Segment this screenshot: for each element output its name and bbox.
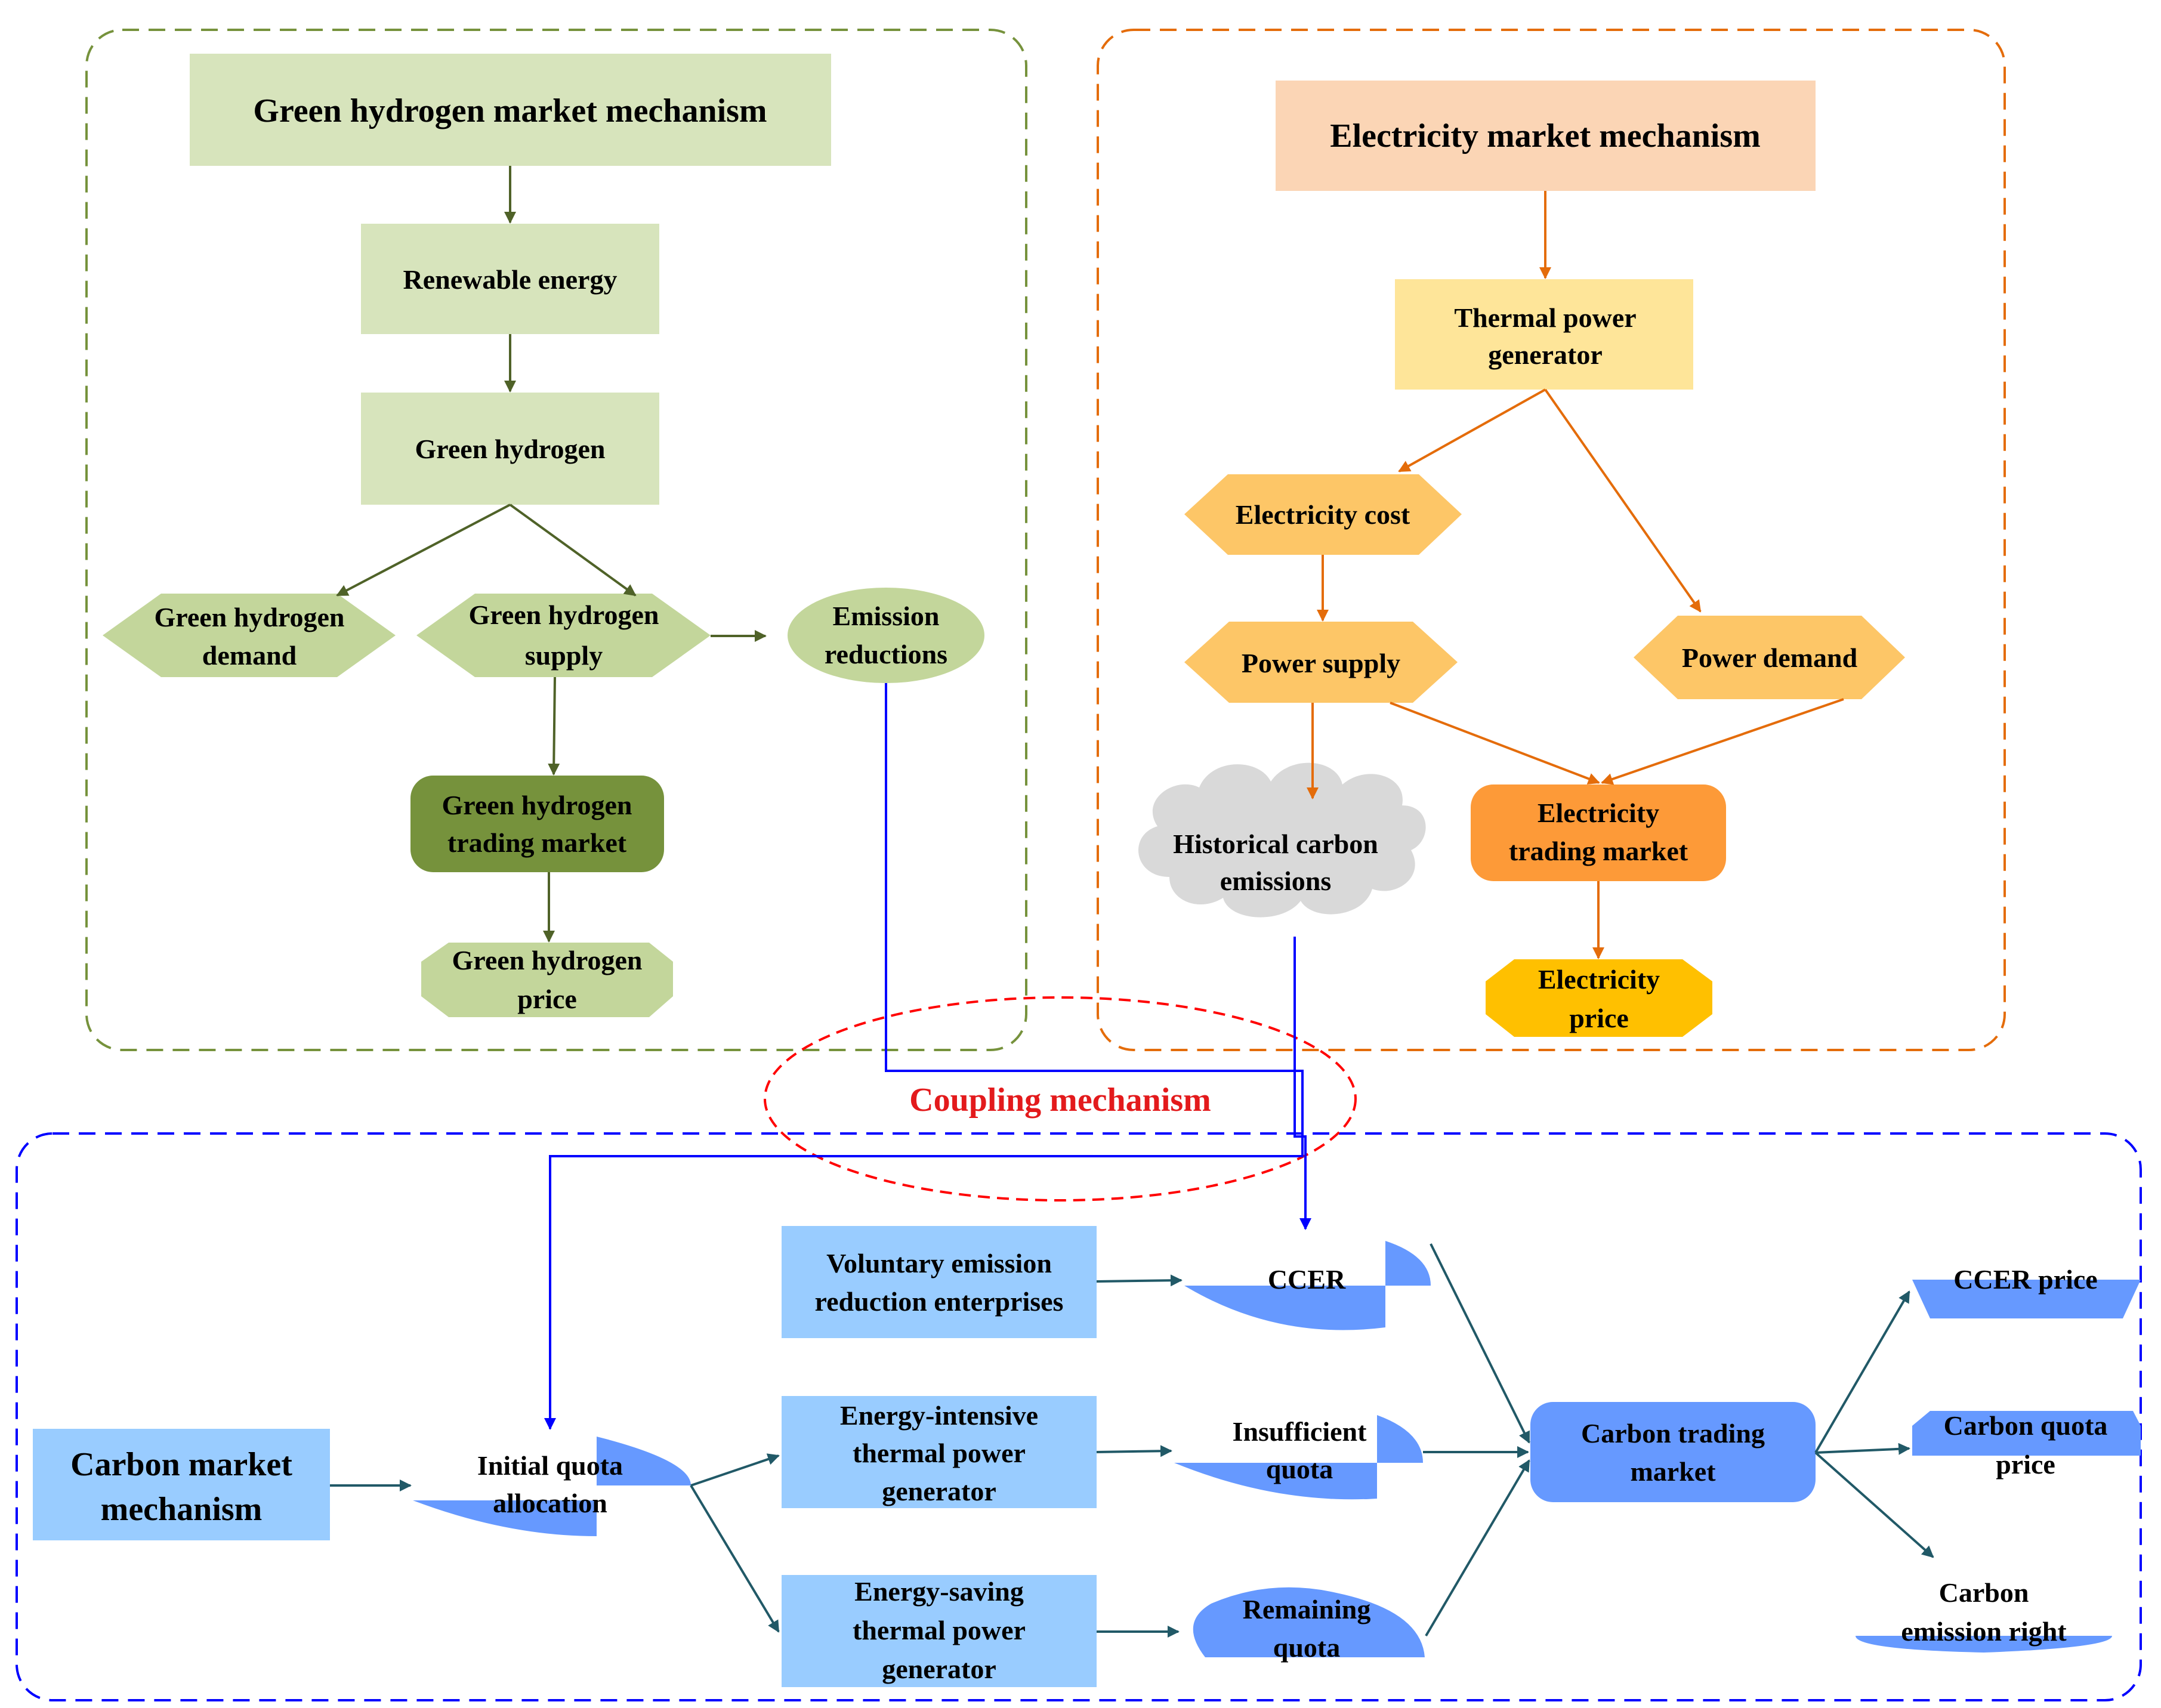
quota-price-line1: Carbon quota <box>1944 1410 2108 1441</box>
green-trading-line1: Green hydrogen <box>442 790 632 820</box>
thermal-line1: Thermal power <box>1454 302 1636 333</box>
carbon-emission-right-shape: Carbon emission right <box>1856 1577 2112 1653</box>
initial-quota-allocation-shape: Initial quota allocation <box>413 1437 691 1536</box>
carbon-arrows <box>330 1243 1934 1638</box>
initial-line2: allocation <box>493 1488 607 1518</box>
ccer-text: CCER <box>1268 1264 1346 1295</box>
emission-line1: Emission <box>833 601 940 631</box>
green-arrows <box>336 166 767 943</box>
green-demand-line1: Green hydrogen <box>154 602 344 632</box>
electricity-cost-text: Electricity cost <box>1236 499 1410 530</box>
carbon-title-box: Carbon market mechanism <box>33 1429 330 1540</box>
green-title-box: Green hydrogen market mechanism <box>190 54 831 166</box>
historical-carbon-emissions-cloud: Historical carbon emissions <box>1138 762 1426 918</box>
insufficient-line1: Insufficient <box>1233 1416 1367 1447</box>
green-hydrogen-text: Green hydrogen <box>415 434 605 464</box>
coupling-label: Coupling mechanism <box>909 1082 1211 1119</box>
carbon-title-line1: Carbon market <box>70 1446 292 1483</box>
ccer-shape: CCER <box>1184 1241 1431 1330</box>
insufficient-line2: quota <box>1266 1454 1333 1484</box>
power-demand-text: Power demand <box>1682 643 1858 673</box>
intensive-line3: generator <box>882 1476 996 1506</box>
coupling-links <box>544 683 1311 1430</box>
insufficient-quota-shape: Insufficient quota <box>1174 1415 1423 1500</box>
green-supply-line2: supply <box>525 640 603 671</box>
remaining-quota-shape: Remaining quota <box>1193 1587 1425 1663</box>
saving-line3: generator <box>882 1654 996 1684</box>
carbon-group-frame <box>16 1132 2142 1701</box>
intensive-line2: thermal power <box>853 1438 1026 1468</box>
electricity-arrows <box>1307 191 1844 959</box>
green-price-line2: price <box>517 984 577 1014</box>
historical-line1: Historical carbon <box>1173 829 1378 859</box>
thermal-power-generator-box: Thermal power generator <box>1395 279 1693 390</box>
carbon-quota-price-shape: Carbon quota price <box>1912 1410 2141 1480</box>
emission-right-line2: emission right <box>1901 1616 2067 1647</box>
green-demand-line2: demand <box>202 640 297 671</box>
ccer-price-shape: CCER price <box>1912 1264 2141 1318</box>
carbon-trading-line1: Carbon trading <box>1581 1418 1765 1448</box>
thermal-line2: generator <box>1488 339 1603 370</box>
remaining-line2: quota <box>1273 1632 1340 1663</box>
green-hydrogen-demand-hexagon: Green hydrogen demand <box>103 594 396 677</box>
power-demand-hexagon: Power demand <box>1634 616 1905 699</box>
saving-line2: thermal power <box>853 1615 1026 1645</box>
electricity-price-line2: price <box>1569 1003 1629 1033</box>
electricity-price-line1: Electricity <box>1538 964 1660 994</box>
carbon-trading-line2: market <box>1630 1456 1716 1487</box>
electricity-trading-market-box: Electricity trading market <box>1471 784 1726 881</box>
green-hydrogen-box: Green hydrogen <box>361 393 659 505</box>
power-supply-hexagon: Power supply <box>1184 622 1458 703</box>
renewable-energy-text: Renewable energy <box>403 264 618 295</box>
coupling-mechanism: Coupling mechanism <box>764 996 1357 1202</box>
voluntary-emission-reduction-enterprises-box: Voluntary emission reduction enterprises <box>782 1226 1097 1338</box>
carbon-title-line2: mechanism <box>101 1491 263 1528</box>
emission-line2: reductions <box>825 639 947 669</box>
green-hydrogen-group-frame <box>85 29 1027 1051</box>
renewable-energy-box: Renewable energy <box>361 224 659 334</box>
electricity-title-box: Electricity market mechanism <box>1276 81 1816 191</box>
electricity-title-text: Electricity market mechanism <box>1330 118 1761 155</box>
voluntary-line1: Voluntary emission <box>826 1248 1052 1278</box>
green-trading-line2: trading market <box>447 827 627 858</box>
electricity-cost-hexagon: Electricity cost <box>1184 474 1462 555</box>
emission-reductions-ellipse: Emission reductions <box>788 588 984 683</box>
saving-line1: Energy-saving <box>854 1576 1024 1607</box>
green-hydrogen-supply-hexagon: Green hydrogen supply <box>416 594 711 677</box>
carbon-trading-market-box: Carbon trading market <box>1530 1402 1816 1502</box>
energy-saving-generator-box: Energy-saving thermal power generator <box>782 1575 1097 1687</box>
remaining-line1: Remaining <box>1243 1594 1371 1624</box>
green-hydrogen-trading-market-box: Green hydrogen trading market <box>410 776 664 872</box>
energy-intensive-generator-box: Energy-intensive thermal power generator <box>782 1396 1097 1508</box>
electricity-trading-line2: trading market <box>1509 836 1688 866</box>
voluntary-line2: reduction enterprises <box>815 1286 1064 1317</box>
green-supply-line1: Green hydrogen <box>468 600 659 630</box>
electricity-group-frame <box>1097 29 2006 1051</box>
historical-line2: emissions <box>1220 866 1332 896</box>
green-price-line1: Green hydrogen <box>452 945 642 975</box>
quota-price-line2: price <box>1996 1449 2055 1480</box>
green-hydrogen-price-octagon: Green hydrogen price <box>421 943 673 1017</box>
green-title-text: Green hydrogen market mechanism <box>253 92 767 129</box>
electricity-price-octagon: Electricity price <box>1486 959 1712 1037</box>
ccer-price-text: CCER price <box>1953 1264 2097 1295</box>
power-supply-text: Power supply <box>1242 648 1400 678</box>
intensive-line1: Energy-intensive <box>840 1400 1038 1431</box>
initial-line1: Initial quota <box>477 1450 623 1481</box>
emission-right-line1: Carbon <box>1939 1577 2029 1608</box>
electricity-trading-line1: Electricity <box>1538 798 1659 828</box>
